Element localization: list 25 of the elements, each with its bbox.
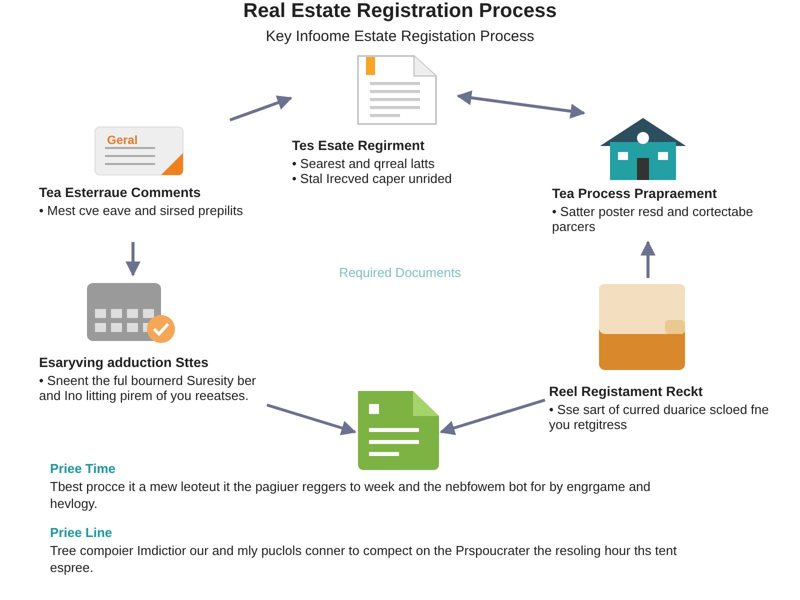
paragraph: Tree compoier Imdictior our and mly puclols conner to compect on the Prspoucrater the resoling hour ths tent espree. <box>50 542 678 576</box>
section-heading: Priee Time <box>50 460 117 477</box>
bullet-text: • Sse sart of curred duarice scloed fne you retgitress <box>549 402 770 432</box>
step-heading: Tea Process Prapraement <box>552 186 718 201</box>
step-heading: Reel Registament Reckt <box>549 384 704 399</box>
section-label: Required Documents <box>338 264 462 281</box>
arrow <box>126 242 140 276</box>
arrow <box>266 404 356 436</box>
bullet-text: • Stal Irecved caper unrided <box>292 171 453 186</box>
arrow <box>230 96 292 122</box>
subtitle: Key Infoome Estate Registation Process <box>264 28 536 45</box>
bullet-text: • Satter poster resd and cortectabe parcers <box>552 204 754 234</box>
arrow <box>440 398 546 436</box>
bullet-text: • Searest and qrreal latts <box>292 156 436 171</box>
title: Real Estate Registration Process <box>242 0 558 23</box>
paragraph: Tbest procce it a mew leoteut it the pagiuer reggers to week and the nebfowem bot for by engrgame and hevlogy. <box>50 478 652 512</box>
bullet-text: • Mest cve eave and sirsed prepilits <box>39 203 244 218</box>
bullet-text: • Sneent the ful bournerd Suresity ber and Ino litting pirem of you reeatses. <box>39 373 258 403</box>
step-heading: Esaryving adduction Sttes <box>39 355 210 370</box>
card-title: Geral <box>107 133 138 147</box>
step-heading: Tea Esterraue Comments <box>39 185 202 200</box>
section-heading: Priee Line <box>50 524 114 541</box>
step-heading: Tes Esate Regirment <box>292 138 426 153</box>
arrow <box>640 240 656 278</box>
arrow <box>456 90 586 119</box>
